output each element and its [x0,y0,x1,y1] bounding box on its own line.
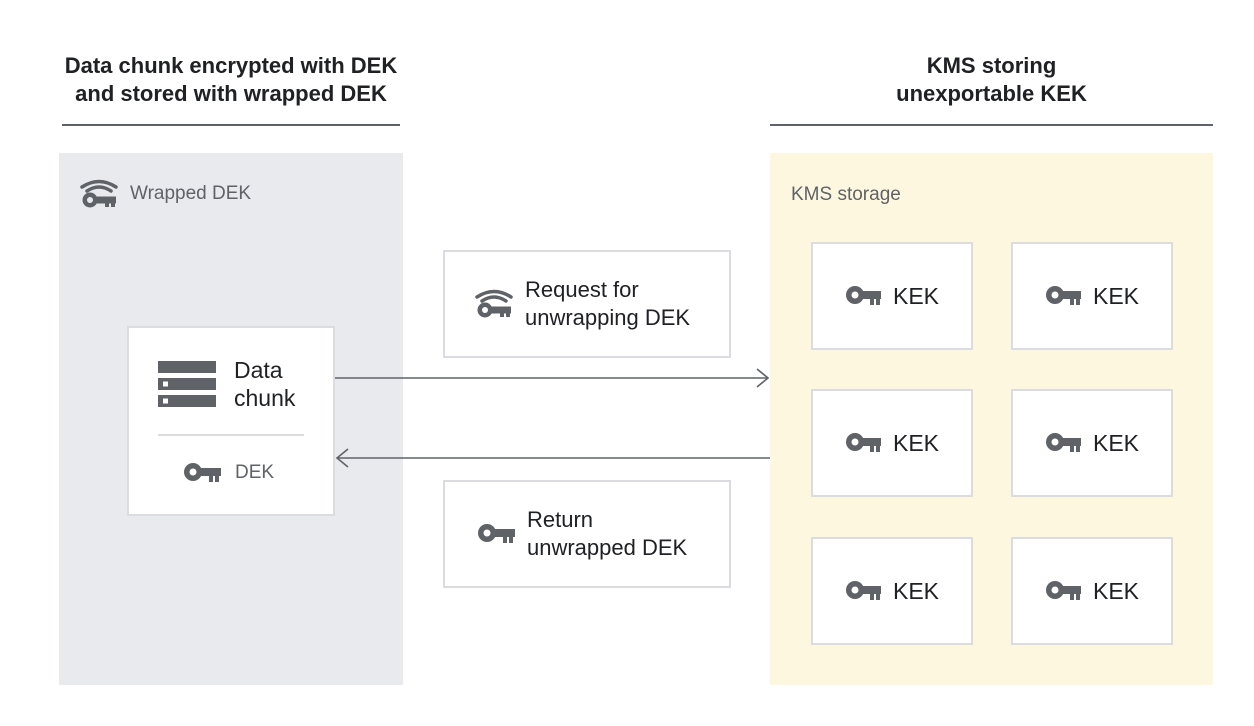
key-icon [477,523,515,545]
kek-label: KEK [1092,282,1140,309]
request-message-box: Request for unwrapping DEK [443,250,731,358]
dek-label: DEK [235,462,275,483]
right-title-line2: unexportable KEK [896,81,1087,106]
key-icon [1045,432,1081,454]
kek-box: KEK [1011,389,1173,497]
dek-row: DEK [183,462,274,484]
left-title-line2: and stored with wrapped DEK [75,81,387,106]
kek-label: KEK [892,577,940,604]
left-title-divider [62,124,400,126]
data-chunk-label-line2: chunk [234,385,296,411]
right-section-title: KMS storing unexportable KEK [800,52,1183,108]
key-icon [845,285,881,307]
key-icon [1045,285,1081,307]
key-icon [845,580,881,602]
right-title-line1: KMS storing [926,53,1057,78]
kek-box: KEK [1011,537,1173,645]
kek-label: KEK [1092,429,1140,456]
wrapped-key-icon [475,288,513,320]
request-message-text: Request for unwrapping DEK [525,276,690,332]
wrapped-dek-panel-header: Wrapped DEK [80,178,251,210]
key-icon [183,462,221,484]
kek-label: KEK [1092,577,1140,604]
kek-label: KEK [892,282,940,309]
right-title-divider [770,124,1213,126]
response-message-box: Return unwrapped DEK [443,480,731,588]
storage-icon [158,361,216,407]
key-icon [1045,580,1081,602]
kms-storage-panel-label: KMS storage [791,184,901,205]
response-line1: Return [527,507,594,532]
kek-box: KEK [811,389,973,497]
kek-box: KEK [811,537,973,645]
data-chunk-card: Data chunk DEK [127,326,335,516]
response-line2: unwrapped DEK [527,535,688,560]
request-arrow [335,368,770,388]
request-line1: Request for [525,277,639,302]
wrapped-key-icon [80,178,118,210]
data-chunk-label-line1: Data [234,357,283,383]
data-chunk-header: Data chunk [158,356,295,412]
key-icon [845,432,881,454]
left-title-line1: Data chunk encrypted with DEK [64,53,398,78]
wrapped-dek-panel-label: Wrapped DEK [130,183,252,204]
kek-label: KEK [892,429,940,456]
request-line2: unwrapping DEK [525,305,691,330]
left-section-title: Data chunk encrypted with DEK and stored… [40,52,422,108]
data-chunk-divider [158,434,304,436]
kek-box: KEK [1011,242,1173,350]
response-arrow [335,448,770,468]
kek-box: KEK [811,242,973,350]
data-chunk-label: Data chunk [234,356,295,412]
response-message-text: Return unwrapped DEK [527,506,687,562]
